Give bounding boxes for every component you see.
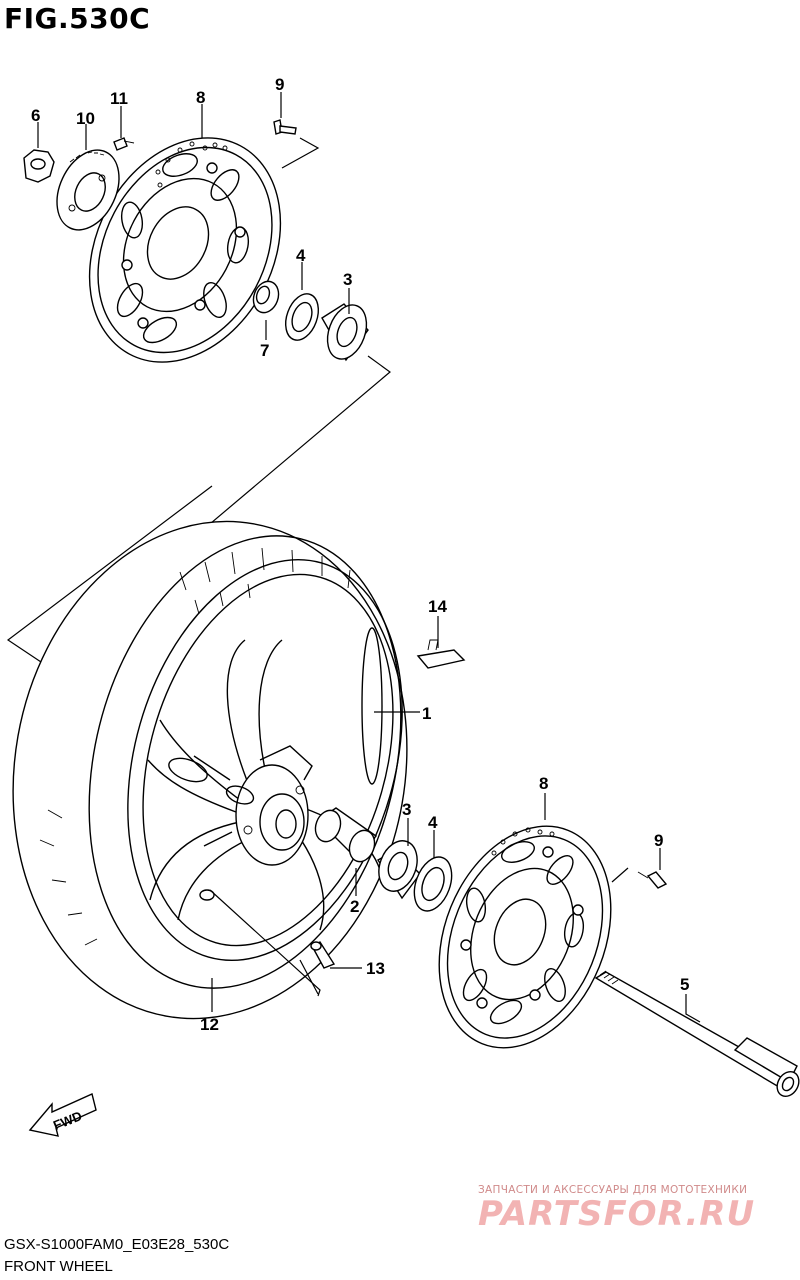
lower-brake-disc[interactable]	[408, 800, 643, 1073]
upper-oil-seal[interactable]	[280, 289, 325, 344]
upper-disc-bolt[interactable]	[273, 119, 297, 135]
callout-7: 7	[260, 341, 269, 360]
model-code: GSX-S1000FAM0_E03E28_530C	[4, 1236, 230, 1253]
callout-14: 14	[428, 597, 447, 616]
fwd-arrow-icon: FWD	[28, 1093, 97, 1137]
upper-bearing[interactable]	[321, 300, 374, 365]
center-spacer[interactable]	[311, 807, 378, 865]
callout-6: 6	[31, 106, 40, 125]
callout-4-upper: 4	[296, 246, 306, 265]
callout-8-lower: 8	[539, 774, 548, 793]
callout-2: 2	[350, 897, 359, 916]
watermark: ЗАПЧАСТИ И АКСЕССУАРЫ ДЛЯ МОТОТЕХНИКИ PA…	[478, 1184, 778, 1234]
upper-spacer[interactable]	[249, 278, 282, 316]
callout-3-lower: 3	[402, 800, 411, 819]
flange-nut[interactable]	[23, 149, 55, 183]
callout-3-upper: 3	[343, 270, 352, 289]
front-tire[interactable]	[0, 490, 446, 1050]
section-name: FRONT WHEEL	[4, 1258, 113, 1275]
watermark-logo: PARTSFOR.RU	[478, 1194, 756, 1234]
rotor-screw[interactable]	[113, 137, 135, 151]
callout-5: 5	[680, 975, 689, 994]
callout-12: 12	[200, 1015, 219, 1034]
watermark-tagline: ЗАПЧАСТИ И АКСЕССУАРЫ ДЛЯ МОТОТЕХНИКИ	[478, 1184, 748, 1196]
callout-4-lower: 4	[428, 813, 438, 832]
upper-brake-disc[interactable]	[52, 104, 318, 395]
callout-8-upper: 8	[196, 88, 205, 107]
callout-13: 13	[366, 959, 385, 978]
sensor-rotor[interactable]	[45, 140, 131, 240]
wheel-rim[interactable]	[84, 527, 447, 993]
front-axle[interactable]	[594, 970, 800, 1100]
lower-disc-bolt[interactable]	[637, 871, 668, 889]
lower-oil-seal[interactable]	[407, 852, 458, 916]
leader-lines	[37, 92, 701, 1023]
lower-bearing[interactable]	[372, 835, 424, 900]
figure-title: FIG.530C	[4, 2, 151, 35]
callout-1: 1	[422, 704, 431, 723]
callout-9-lower: 9	[654, 831, 663, 850]
balance-weight[interactable]	[416, 639, 466, 669]
callout-9-upper: 9	[275, 75, 284, 94]
callout-10: 10	[76, 109, 95, 128]
tire-valve[interactable]	[310, 941, 336, 969]
callout-11: 11	[110, 89, 128, 108]
